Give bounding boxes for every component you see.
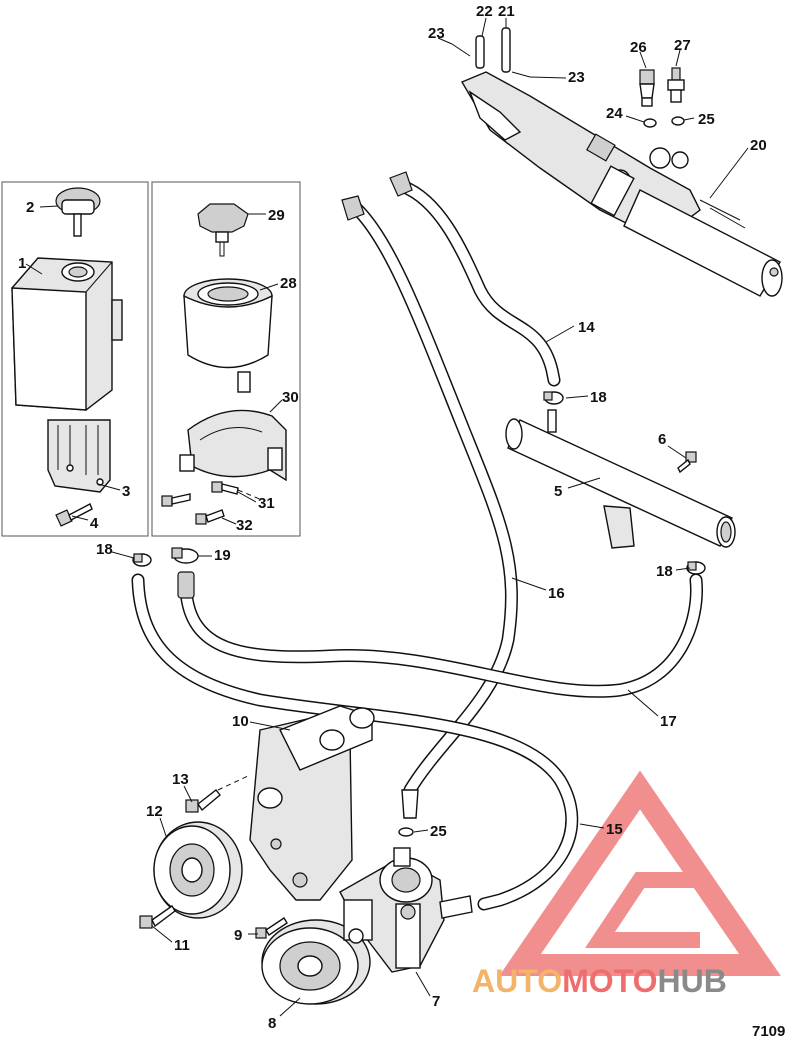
callout-3: 3 [122,483,130,500]
part-16-hose [341,195,518,819]
callout-2: 2 [26,199,34,216]
part-6-bolt [677,451,697,474]
watermark-moto: MOTO [562,963,657,999]
part-32-screw [195,509,225,525]
leader-lines [25,17,749,1017]
part-21-pin [501,27,511,73]
callout-16: 16 [548,585,565,602]
part-3-bracket [47,419,111,493]
callout-15: 15 [606,821,623,838]
part-8-drive-pulley [261,919,371,1005]
part-18-clamp-left [132,553,152,567]
part-13-bolt [185,775,249,813]
callout-20: 20 [750,137,767,154]
part-12-idler-pulley [153,821,243,919]
part-28-reservoir [183,278,273,393]
part-29-cap [197,203,249,257]
callout-25-top: 25 [698,111,715,128]
part-18-clamp-top [543,391,564,405]
watermark-hub: HUB [657,963,726,999]
part-7-power-steering-pump [339,847,473,973]
callout-13: 13 [172,771,189,788]
part-25-o-ring-top [671,116,685,126]
callout-23-right: 23 [568,69,585,86]
part-30-strap [179,409,287,482]
watermark-auto: AUTO [472,963,562,999]
callout-9: 9 [234,927,242,944]
part-22-pin [475,35,485,69]
callout-18-top: 18 [590,389,607,406]
part-10-bracket [249,705,375,901]
callout-21: 21 [498,3,515,20]
callout-18-left: 18 [96,541,113,558]
watermark-text: AUTOMOTOHUB [472,963,727,999]
part-15-hose [131,573,579,911]
callout-29: 29 [268,207,285,224]
part-11-bolt [139,904,176,929]
part-19-clamp [171,547,199,564]
part-14-hose [389,171,561,387]
callout-11: 11 [174,937,190,954]
part-31-screws [161,481,263,507]
callout-labels: 1 2 3 4 5 6 7 8 9 10 11 12 13 14 15 16 1… [18,3,767,1032]
callout-27: 27 [674,37,691,54]
callout-8: 8 [268,1015,276,1032]
callout-4: 4 [90,515,99,532]
part-27-fitting [667,67,685,103]
part-17-hose [177,571,703,698]
reservoir-box-right [151,181,301,537]
callout-31: 31 [258,495,275,512]
callout-25-lower: 25 [430,823,447,840]
part-20-power-steering-cylinder [460,71,783,297]
callout-26: 26 [630,39,647,56]
callout-24: 24 [606,105,623,122]
callout-22: 22 [476,3,493,20]
part-4-bolt [55,503,93,527]
callout-18-right: 18 [656,563,673,580]
reservoir-box-left [1,181,149,537]
callout-30: 30 [282,389,299,406]
watermark-logo [499,770,781,976]
callout-32: 32 [236,517,253,534]
callout-7: 7 [432,993,440,1010]
part-23-cotter-pin-left [451,43,471,57]
part-9-bolt [255,917,288,939]
part-25-o-ring-lower [398,827,414,837]
callout-10: 10 [232,713,249,730]
part-26-fitting [639,69,655,107]
callout-17: 17 [660,713,677,730]
callout-12: 12 [146,803,163,820]
callout-1: 1 [18,255,26,272]
figure-number: 7109 [752,1023,785,1040]
callout-19: 19 [214,547,231,564]
callout-14: 14 [578,319,595,336]
callout-28: 28 [280,275,297,292]
callout-6: 6 [658,431,666,448]
part-24-o-ring [643,118,657,128]
part-2-cap [55,187,101,237]
callout-23-left: 23 [428,25,445,42]
part-23-cotter-pin-right [511,71,531,78]
part-5-cooler [505,409,736,549]
callout-5: 5 [554,483,562,500]
part-1-reservoir [11,257,123,411]
